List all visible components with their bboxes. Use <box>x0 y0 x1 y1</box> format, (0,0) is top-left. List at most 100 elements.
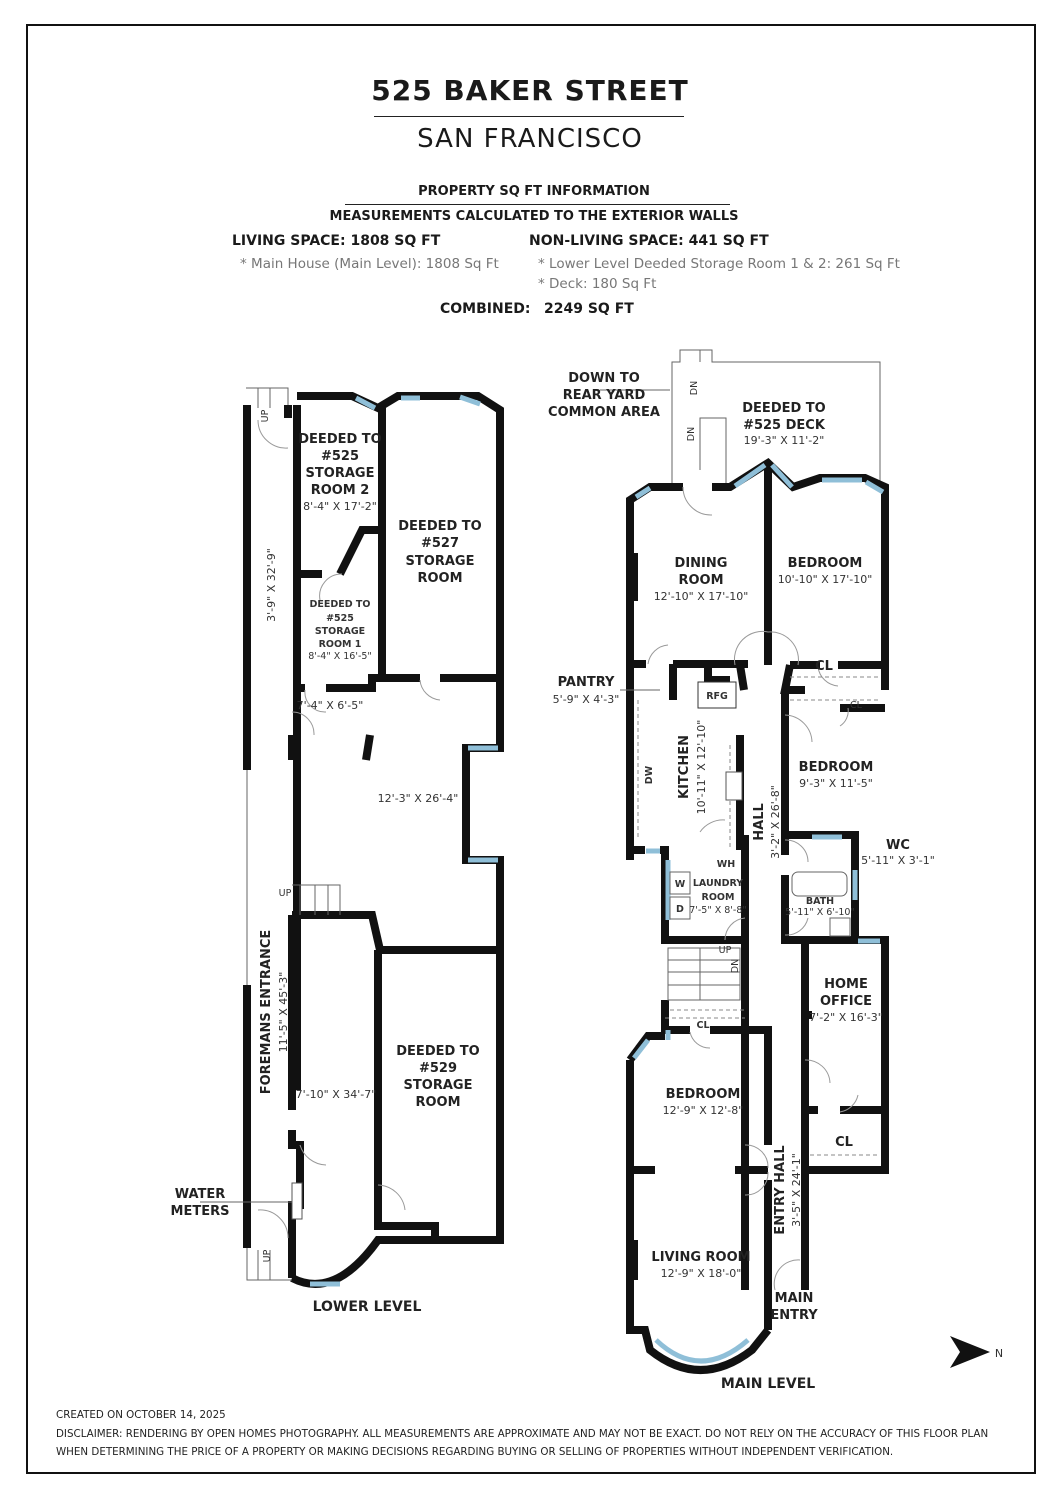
plan-label: 12'-9" X 12'-8" <box>663 1104 744 1117</box>
plan-label: W <box>675 879 686 890</box>
plan-label: REAR YARD <box>563 388 646 403</box>
main-level-title: MAIN LEVEL <box>721 1376 815 1392</box>
plan-label: STORAGE <box>306 466 375 481</box>
plan-label: 7'-5" X 8'-8" <box>689 905 747 916</box>
plan-label: 7'-4" X 6'-5" <box>297 699 364 712</box>
plan-label: 10'-11" X 12'-10" <box>695 720 708 815</box>
lower-level-title: LOWER LEVEL <box>313 1299 422 1315</box>
center-room-dim: 12'-3" X 26'-4" <box>378 792 459 805</box>
plan-label: CL <box>696 1020 709 1031</box>
plan-label: #525 <box>326 613 354 624</box>
deck-label: DEEDED TO <box>742 401 825 416</box>
bath-label: BATH <box>806 896 834 907</box>
kitchen-label: KITCHEN <box>677 735 692 799</box>
plan-label: #525 DECK <box>743 418 826 433</box>
plan-label: COMMON AREA <box>548 405 660 420</box>
main-level-labels: DN DN DOWN TO REAR YARD COMMON AREA DEED… <box>548 371 1003 1392</box>
info-subheading: MEASUREMENTS CALCULATED TO THE EXTERIOR … <box>329 209 739 224</box>
plan-label: CL <box>850 700 863 711</box>
plan-label: 3'-5" X 24'-1" <box>790 1153 803 1227</box>
plan-label: OFFICE <box>820 994 872 1009</box>
plan-label: UP <box>260 409 271 422</box>
plan-label: 9'-3" X 11'-5" <box>799 777 873 790</box>
plan-label: 11'-5" X 45'-3" <box>277 972 290 1053</box>
plan-label: DN <box>730 959 741 973</box>
created-date: CREATED ON OCTOBER 14, 2025 <box>56 1409 226 1421</box>
living-item: * Main House (Main Level): 1808 Sq Ft <box>240 256 499 272</box>
north-arrow-icon: N <box>950 1336 1003 1368</box>
laundry-room-label: LAUNDRY <box>693 878 743 889</box>
plan-label: CL <box>835 1135 853 1150</box>
plan-label: ROOM 1 <box>319 639 362 650</box>
lower-level-walls <box>200 387 504 1288</box>
plan-label: 5'-9" X 4'-3" <box>553 693 620 706</box>
plan-label: 12'-10" X 17'-10" <box>654 590 749 603</box>
bedroom-label: BEDROOM <box>799 760 874 775</box>
bedroom-label: BEDROOM <box>666 1087 741 1102</box>
non-living-item: * Lower Level Deeded Storage Room 1 & 2:… <box>538 256 900 272</box>
plan-label: CL <box>815 659 833 674</box>
pantry-label: PANTRY <box>558 675 615 690</box>
plan-label: 7'-2" X 16'-3" <box>809 1011 883 1024</box>
non-living-space-label: NON-LIVING SPACE: 441 SQ FT <box>529 233 769 249</box>
plan-label: UP <box>719 945 732 956</box>
left-room-dim: 7'-10" X 34'-7" <box>296 1088 377 1101</box>
plan-label: #529 <box>419 1061 457 1076</box>
plan-label: D <box>676 904 684 915</box>
plan-label: DN <box>686 427 697 441</box>
foremans-entrance-label: FOREMANS ENTRANCE <box>259 930 274 1095</box>
page-frame <box>26 24 1036 1474</box>
plan-label: #525 <box>321 449 359 464</box>
storage-room-1-label: DEEDED TO <box>310 599 371 610</box>
info-heading: PROPERTY SQ FT INFORMATION <box>418 184 650 199</box>
living-room-label: LIVING ROOM <box>651 1250 750 1265</box>
living-space-label: LIVING SPACE: 1808 SQ FT <box>232 233 441 249</box>
plan-label: 8'-4" X 17'-2" <box>303 500 377 513</box>
plan-label: STORAGE <box>404 1078 473 1093</box>
plan-label: #527 <box>421 536 459 551</box>
dining-room-label: DINING <box>675 556 728 571</box>
disclaimer-line-2: WHEN DETERMINING THE PRICE OF A PROPERTY… <box>56 1446 894 1458</box>
plan-label: UP <box>262 1249 273 1262</box>
plan-label: 5'-11" X 6'-10" <box>785 907 855 918</box>
plan-label: METERS <box>171 1204 230 1219</box>
plan-label: DW <box>644 765 655 784</box>
plan-label: WH <box>717 859 735 870</box>
plan-label: UP <box>279 888 292 899</box>
plan-label: 10'-10" X 17'-10" <box>778 573 873 586</box>
combined-value: 2249 SQ FT <box>544 301 634 317</box>
storage-527-label: DEEDED TO <box>398 519 481 534</box>
property-city: SAN FRANCISCO <box>417 124 643 154</box>
plan-label: STORAGE <box>406 554 475 569</box>
plan-label: ROOM <box>417 571 462 586</box>
disclaimer-line-1: DISCLAIMER: RENDERING BY OPEN HOMES PHOT… <box>56 1428 989 1440</box>
plan-label: ROOM 2 <box>311 483 370 498</box>
plan-label: 12'-9" X 18'-0" <box>661 1267 742 1280</box>
storage-529-label: DEEDED TO <box>396 1044 479 1059</box>
plan-label: DN <box>689 381 700 395</box>
combined-label: COMBINED: <box>440 301 531 317</box>
lower-level-labels: UP DEEDED TO #525 STORAGE ROOM 2 8'-4" X… <box>171 409 482 1315</box>
main-entry-label: MAIN <box>775 1291 814 1306</box>
home-office-label: HOME <box>824 977 868 992</box>
plan-label: STORAGE <box>315 626 365 637</box>
hall-label: HALL <box>752 803 767 841</box>
info-divider <box>345 204 730 205</box>
plan-label: 8'-4" X 16'-5" <box>308 651 372 662</box>
property-title: 525 BAKER STREET <box>371 74 689 107</box>
plan-label: ENTRY <box>770 1308 818 1323</box>
title-divider <box>374 116 684 117</box>
rear-yard-label: DOWN TO <box>568 371 640 386</box>
plan-label: 5'-11" X 3'-1" <box>861 854 935 867</box>
entry-hall-label: ENTRY HALL <box>773 1145 788 1234</box>
plan-label: ROOM <box>415 1095 460 1110</box>
plan-label: ROOM <box>702 892 735 903</box>
plan-label: RFG <box>706 691 728 702</box>
non-living-item: * Deck: 180 Sq Ft <box>538 276 657 292</box>
wc-label: WC <box>886 838 910 853</box>
plan-label: ROOM <box>678 573 723 588</box>
side-passage-dim: 3'-9" X 32'-9" <box>265 548 278 622</box>
plan-label: 3'-2" X 26'-8" <box>769 785 782 859</box>
bedroom-label: BEDROOM <box>788 556 863 571</box>
